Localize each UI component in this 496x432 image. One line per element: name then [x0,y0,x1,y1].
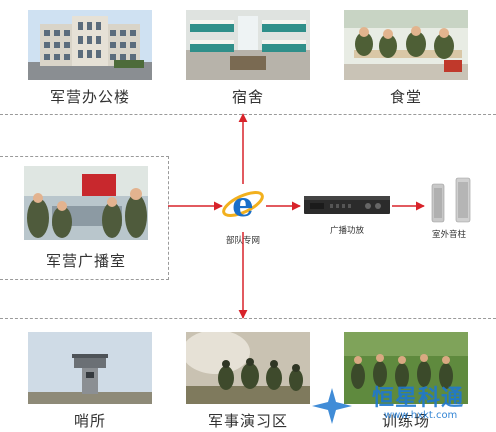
amplifier-label: 广播功放 [329,226,364,236]
watermark-title: 恒星科通 [372,386,465,411]
office-building-label: 军营办公楼 [49,88,130,106]
military-drill-photo [186,332,310,404]
sentry-post-label: 哨所 [73,412,106,430]
broadcast-room-box [0,156,169,280]
bottom-divider [0,318,496,319]
svg-text:e: e [232,185,254,225]
training-ground-photo [344,332,468,404]
training-ground-label: 训练场 [381,412,430,430]
sentry-post-photo [28,332,152,404]
canteen-label: 食堂 [389,88,422,106]
network-label: 部队专网 [225,236,260,246]
military-drill-label: 军事演习区 [207,412,288,430]
watermark-star-logo [312,388,352,424]
dormitory-photo [186,10,310,80]
broadcast-room-label: 军营广播室 [45,252,126,270]
network-ie-icon: e [222,185,264,225]
broadcast-room-photo [24,166,148,240]
watermark-url: www.hxkt.com [384,410,458,421]
top-divider [0,114,496,115]
dormitory-label: 宿舍 [231,88,264,106]
speaker-label: 室外音柱 [431,230,466,240]
amplifier-device [304,196,390,214]
office-building-photo [28,10,152,80]
watermark: 恒星科通 www.hxkt.com [310,378,496,432]
speaker-columns [431,177,471,223]
canteen-photo [344,10,468,80]
